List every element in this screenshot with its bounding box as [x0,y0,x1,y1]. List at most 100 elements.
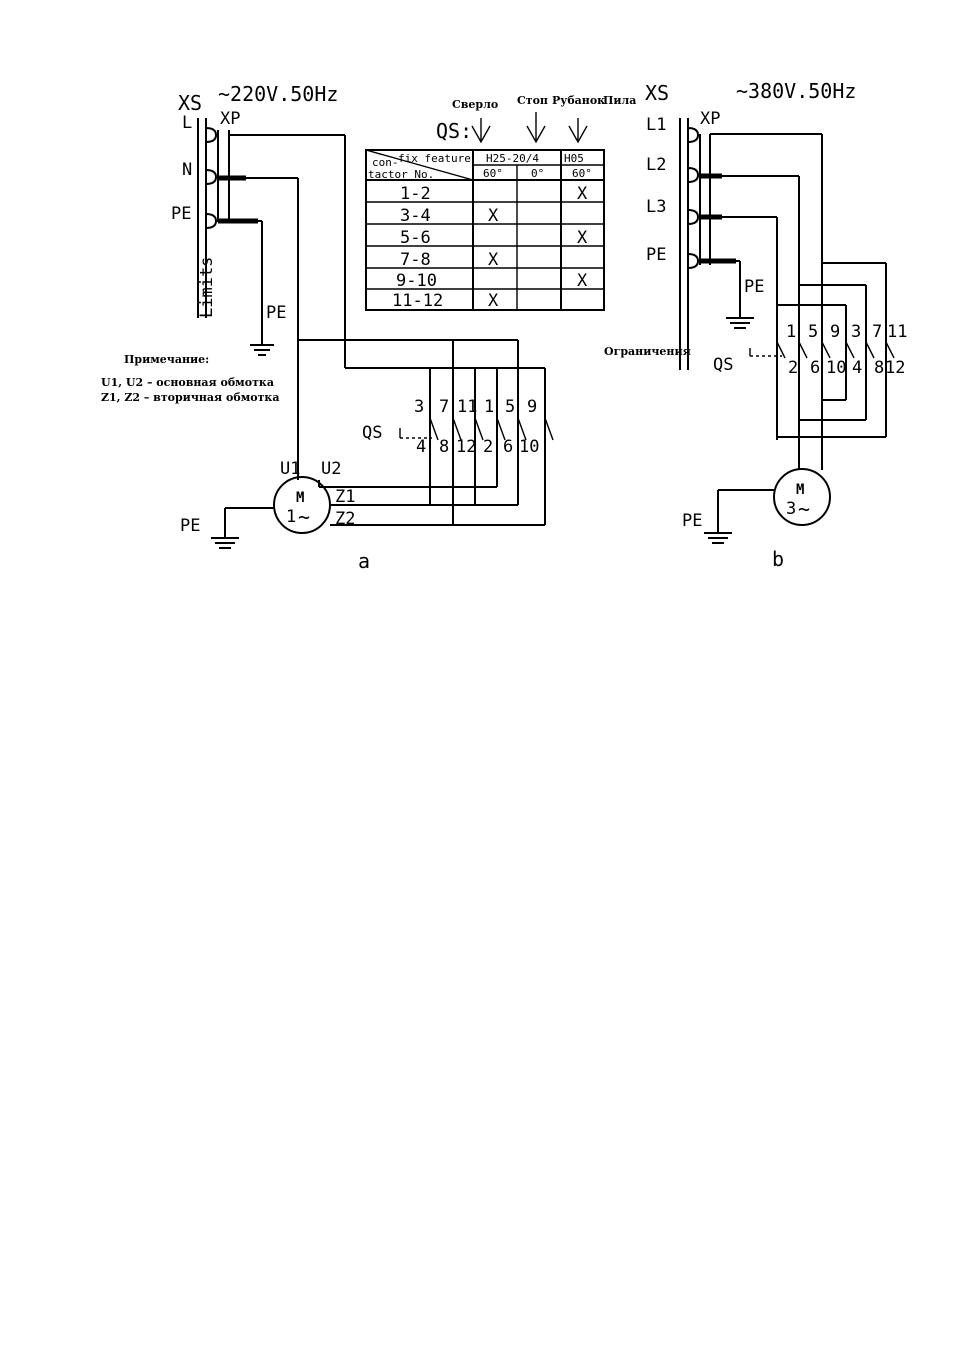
socket-l3 [687,209,700,225]
socket-l1 [687,127,700,143]
contact-top-4-b: 7 [872,322,882,342]
contact-bot-0-b: 2 [788,358,798,378]
u1-label: U1 [280,459,300,479]
motor-m-b: M [796,482,804,498]
contact-bot-2-b: 10 [826,358,846,378]
contact-bot-3-a: 2 [483,437,493,457]
pe-label-a: PE [171,204,191,224]
note-line1: U1, U2 – основная обмотка [101,376,274,389]
pe-motor-label-b: PE [682,511,702,531]
table-row-name: 3-4 [400,206,431,226]
motor-tilde-b: ~ [798,497,810,521]
table-cell: X [577,271,588,291]
socket-n [205,169,218,185]
contact-top-0-a: 3 [414,397,424,417]
position-arrows [471,112,588,144]
u2-label: U2 [321,459,341,479]
caption-a: a [358,549,370,573]
xp-label-a: XP [220,109,240,129]
contact-top-2-a: 11 [457,397,477,417]
table-qs-label: QS: [436,119,472,143]
l-label: L [182,113,192,133]
header-top-0: con- [372,156,399,169]
contact-top-1-a: 7 [439,397,449,417]
table-cell: X [488,291,499,311]
contact-bot-4-a: 6 [503,437,513,457]
header-bottom-0: tactor No. [368,168,434,181]
motor-phase-a: 1 [286,507,296,527]
qs-label-b: QS [713,355,733,375]
table-cell: X [577,184,588,204]
pe-label-b: PE [646,245,666,265]
table-cell: X [488,206,499,226]
note-title: Примечание: [124,353,209,366]
caption-b: b [772,547,784,571]
l1-label: L1 [646,115,666,135]
diagram-b: XS ~380V.50Hz L1 XP L2 L3 PE PE Ограниче… [604,79,907,571]
contact-bot-4-b: 8 [874,358,884,378]
header-top-1: fix feature [398,152,471,165]
table-cell: X [577,228,588,248]
header-top-2: H25-20/4 [486,152,539,165]
position-0: Сверло [452,98,498,111]
note-line2: Z1, Z2 – вторичная обмотка [101,391,279,404]
xs-label-b: XS [645,81,669,105]
pe-motor-label-a: PE [180,516,200,536]
contact-top-2-b: 9 [830,322,840,342]
contact-bot-5-a: 10 [519,437,539,457]
xp-label-b: XP [700,109,720,129]
contact-top-5-b: 11 [887,322,907,342]
motor-m-a: M [296,490,304,506]
contact-top-3-a: 1 [484,397,494,417]
pe-ground-label-b: PE [744,277,764,297]
qs-switch-a [399,417,554,441]
header-diagonal [365,149,474,181]
socket-pe-b [687,253,700,269]
motor-b [773,468,831,526]
motor-a [273,476,331,534]
position-3: Пила [603,94,636,107]
header-bottom-1: 60° [483,167,503,180]
motor-tilde-a: ~ [298,505,310,529]
position-2: Рубанок [552,94,605,107]
table-frame [365,149,605,311]
contact-top-0-b: 1 [786,322,796,342]
contact-top-1-b: 5 [808,322,818,342]
contact-top-3-b: 3 [851,322,861,342]
motor-phase-b: 3 [786,499,796,519]
qs-switch-b [749,341,895,359]
contact-bot-5-b: 12 [885,358,905,378]
l3-label: L3 [646,197,666,217]
socket-pe [205,213,218,229]
contact-bot-2-a: 12 [456,437,476,457]
xs-label-a: XS [178,91,202,115]
header-bottom-3: 60° [572,167,592,180]
z1-label: Z1 [335,487,355,507]
l2-label: L2 [646,155,666,175]
supply-label-b: ~380V.50Hz [736,79,856,103]
table-row-name: 1-2 [400,184,431,204]
z2-label: Z2 [335,509,355,529]
contact-top-5-a: 9 [527,397,537,417]
header-top-3: H05 [564,152,584,165]
table-row-name: 9-10 [396,271,437,291]
socket-l2 [687,167,700,183]
n-label: N [182,160,192,180]
limits-label-b: Ограничения [604,345,691,358]
table-row-name: 7-8 [400,250,431,270]
table-cell: X [488,250,499,270]
contact-bot-3-b: 4 [852,358,862,378]
contact-bot-0-a: 4 [416,437,426,457]
contact-bot-1-b: 6 [810,358,820,378]
qs-label-a: QS [362,423,382,443]
table-row-name: 11-12 [392,291,443,311]
supply-label-a: ~220V.50Hz [218,82,338,106]
table-row-name: 5-6 [400,228,431,248]
switch-table: Сверло Стоп Рубанок Пила QS: con- fix fe… [365,94,636,311]
socket-l [205,127,218,143]
diagram-a: XS ~220V.50Hz L XP N PE PE Limits Примеч… [101,82,554,573]
contact-bot-1-a: 8 [439,437,449,457]
contact-top-4-a: 5 [505,397,515,417]
position-1: Стоп [517,94,548,107]
